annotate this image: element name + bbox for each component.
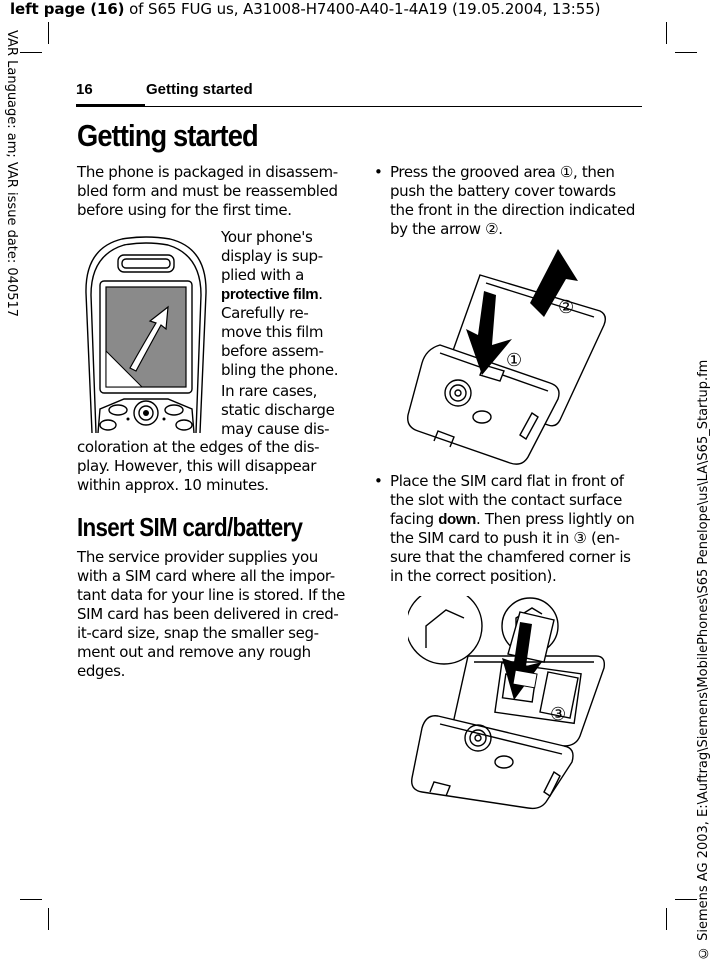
file-header-page: left page (16) [10, 0, 125, 18]
file-header: left page (16) of S65 FUG us, A31008-H74… [10, 0, 601, 18]
page-number: 16 [76, 81, 93, 98]
bullet-dot: • [374, 472, 383, 490]
protective-film-paragraph: Your phone's display is sup- plied with … [221, 228, 339, 379]
bullet-remove-cover: • Press the grooved area ①, then push th… [374, 163, 636, 238]
sim-insertion-illustration: ③ [408, 596, 606, 810]
callout-1: ① [506, 350, 522, 371]
header-rule [76, 106, 642, 107]
bullet-insert-sim: • Place the SIM card flat in front of th… [374, 472, 635, 585]
protective-film-term: protective film [221, 286, 319, 303]
callout-2: ② [558, 297, 574, 318]
running-head-title: Getting started [146, 81, 253, 98]
sim-paragraph: The service provider supplies you with a… [77, 548, 345, 680]
phone-display-film-illustration [85, 236, 207, 433]
intro-paragraph: The phone is packaged in disassem- bled … [77, 163, 338, 219]
header-rule-accent [76, 104, 145, 107]
discharge-paragraph-bottom: coloration at the edges of the dis- play… [77, 438, 320, 494]
side-note-right: © Siemens AG 2003, E:\Auftrag\Siemens\Mo… [696, 359, 711, 960]
discharge-paragraph-top: In rare cases, static discharge may caus… [221, 382, 335, 438]
battery-cover-illustration: ① ② [407, 249, 607, 465]
callout-3: ③ [550, 704, 566, 725]
file-header-info: of S65 FUG us, A31008-H7400-A40-1-4A19 (… [124, 0, 601, 18]
page-title: Getting started [77, 118, 259, 153]
bullet-dot: • [374, 163, 383, 181]
side-note-left: VAR Language: am; VAR issue date: 040517 [4, 30, 19, 318]
section-heading-sim: Insert SIM card/battery [77, 512, 303, 542]
down-term: down [438, 511, 476, 528]
